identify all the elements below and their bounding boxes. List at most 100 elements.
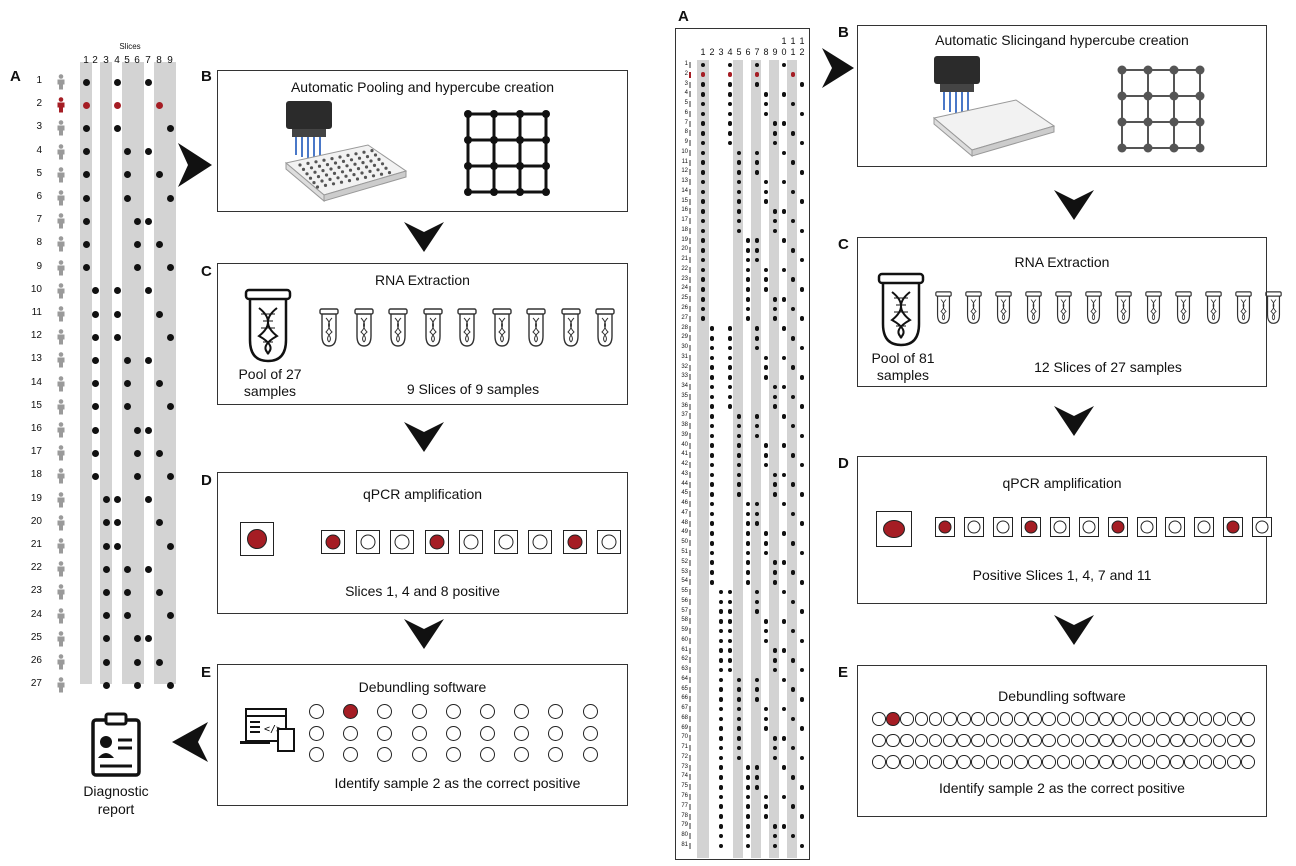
sample-circle: [1142, 734, 1156, 748]
person-icon: [689, 540, 691, 546]
pool-dot: [800, 814, 805, 819]
pool-dot: [764, 92, 769, 97]
sample-circle: [1042, 712, 1056, 726]
sample-row-number: 7: [674, 120, 688, 126]
person-icon: [689, 550, 691, 556]
empty-dot: [464, 535, 479, 550]
pool-dot: [746, 570, 751, 575]
pool-dot: [746, 785, 751, 790]
pool-dot: [719, 785, 724, 790]
person-icon: [689, 228, 691, 234]
pool-dot: [83, 218, 90, 225]
sample-row-number: 12: [26, 330, 42, 341]
pool-dot: [701, 199, 706, 204]
pool-dot: [746, 775, 751, 780]
pool-dot: [782, 209, 787, 214]
person-icon: [56, 352, 66, 368]
sample-circle-positive: [886, 712, 900, 726]
sample-row-number: 63: [674, 666, 688, 672]
sample-row-number: 9: [674, 139, 688, 145]
pool-dot: [145, 218, 152, 225]
sample-row-number: 7: [26, 214, 42, 225]
sample-circle: [900, 712, 914, 726]
sample-circle: [1071, 734, 1085, 748]
sample-row-number: 25: [674, 295, 688, 301]
plate-well: [345, 164, 348, 167]
sample-row-number: 75: [674, 783, 688, 789]
person-icon: [689, 130, 691, 136]
person-icon: [56, 190, 66, 206]
sample-row-number: 59: [674, 627, 688, 633]
small-tube-icon: [456, 308, 478, 348]
sample-circle: [1014, 734, 1028, 748]
person-icon: [689, 140, 691, 146]
left-box-qpcr: qPCR amplification Slices 1, 4 and 8 pos…: [217, 472, 628, 614]
pool-dot: [791, 131, 796, 136]
slice-well-positive: [1223, 517, 1243, 537]
sample-row-number: 66: [674, 695, 688, 701]
sample-row-number: 51: [674, 549, 688, 555]
person-icon: [689, 687, 691, 693]
right-qpcr-title: qPCR amplification: [858, 475, 1266, 491]
empty-dot: [498, 535, 513, 550]
pool-dot: [114, 102, 121, 109]
sample-circle: [957, 755, 971, 769]
pool-dot: [701, 92, 706, 97]
sample-circle: [900, 755, 914, 769]
right-box-debundling: Debundling software Identify sample 2 as…: [857, 665, 1267, 817]
pool-dot: [728, 609, 733, 614]
pool-dot: [719, 736, 724, 741]
empty-dot: [1140, 521, 1153, 534]
pool-dot: [800, 404, 805, 409]
pool-dot: [92, 357, 99, 364]
sample-row-number: 34: [674, 383, 688, 389]
sample-row-number: 80: [674, 832, 688, 838]
right-box-slicing: Automatic Slicingand hypercube creation: [857, 25, 1267, 167]
sample-circle: [872, 734, 886, 748]
pool-dot: [755, 414, 760, 419]
sample-row-number: 78: [674, 813, 688, 819]
person-icon: [689, 501, 691, 507]
sample-row-number: 67: [674, 705, 688, 711]
pool-dot: [782, 736, 787, 741]
person-icon: [689, 618, 691, 624]
pool-dot: [710, 570, 715, 575]
pool-dot: [710, 326, 715, 331]
empty-dot: [1083, 521, 1096, 534]
person-icon: [689, 404, 691, 410]
sample-row-number: 26: [674, 305, 688, 311]
pool-dot: [114, 311, 121, 318]
slice-well: [993, 517, 1013, 537]
plate-well: [384, 167, 387, 170]
pool-dot: [701, 248, 706, 253]
sample-circle: [412, 726, 427, 741]
pool-dot: [124, 589, 131, 596]
pool-dot: [167, 682, 174, 689]
person-icon: [689, 833, 691, 839]
sample-circle: [548, 704, 563, 719]
pool-dot: [737, 736, 742, 741]
sample-circle: [1057, 712, 1071, 726]
pool-dot: [737, 209, 742, 214]
pool-dot: [710, 414, 715, 419]
person-icon: [689, 365, 691, 371]
pool-dot: [764, 287, 769, 292]
small-tube-icon: [387, 308, 409, 348]
pool-dot: [755, 248, 760, 253]
pool-dot: [134, 635, 141, 642]
person-icon: [689, 199, 691, 205]
pool-dot: [737, 199, 742, 204]
pool-dot: [773, 131, 778, 136]
sample-row-number: 3: [26, 121, 42, 132]
sample-circle: [309, 704, 324, 719]
sample-row-number: 71: [674, 744, 688, 750]
person-icon: [689, 257, 691, 263]
sample-circle: [446, 726, 461, 741]
person-icon: [689, 374, 691, 380]
plate-well: [313, 171, 316, 174]
sample-circle: [886, 755, 900, 769]
sample-circle: [1184, 734, 1198, 748]
pool-dot: [764, 531, 769, 536]
sample-row-number: 19: [26, 493, 42, 504]
sample-row-number: 72: [674, 754, 688, 760]
